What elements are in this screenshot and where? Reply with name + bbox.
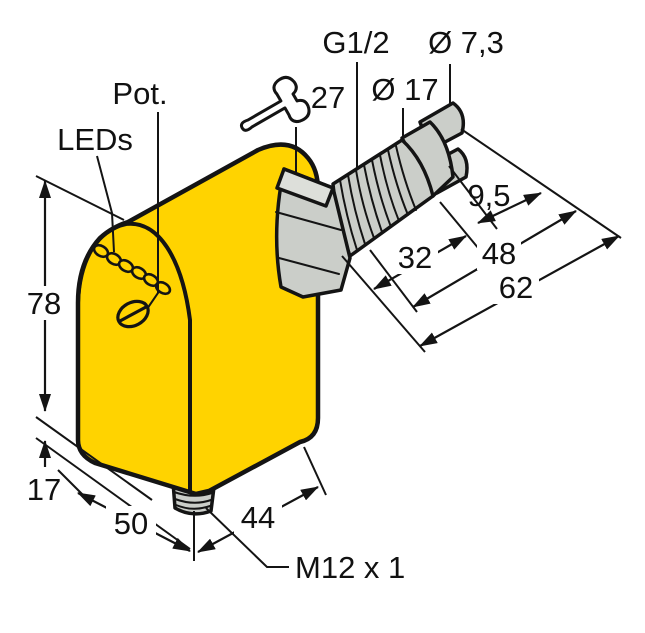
leds-leader [96,155,115,253]
leds-label: LEDs [57,122,133,157]
wrench-icon [239,75,311,132]
sensor-housing [75,142,321,497]
body-diameter-label: Ø 17 [371,72,438,107]
led-indicator [154,280,172,296]
thread-section [331,138,435,258]
connector-thread-label: M12 x 1 [295,550,405,585]
potentiometer-screw [116,299,150,329]
collar [400,120,455,198]
front-face-edge [76,221,192,494]
dim-44-label: 44 [241,500,275,535]
hex-nut [274,167,352,299]
process-thread-label: G1/2 [322,25,389,60]
labels: LEDs Pot. 27 G1/2 Ø 7,3 Ø 17 78 17 50 44… [27,25,533,585]
nut-top-facet [275,167,335,208]
probe-diameter-label: Ø 7,3 [428,25,504,60]
text-backgrounds [26,238,539,540]
dim-9-5-label: 9,5 [467,178,510,213]
pot-label: Pot. [112,76,167,111]
wrench-size-label: 27 [311,80,345,115]
process-connection [274,101,469,299]
leader-lines [96,62,451,568]
led-row [92,243,172,296]
pot-leader [146,112,159,310]
dim-50-label: 50 [114,506,148,541]
dim-78-label: 78 [27,286,61,321]
dim-32-label: 32 [398,240,432,275]
dim-48-label: 48 [482,236,516,271]
dim-62-label: 62 [499,270,533,305]
m12-leader [205,507,289,568]
dim-17-label: 17 [27,472,61,507]
